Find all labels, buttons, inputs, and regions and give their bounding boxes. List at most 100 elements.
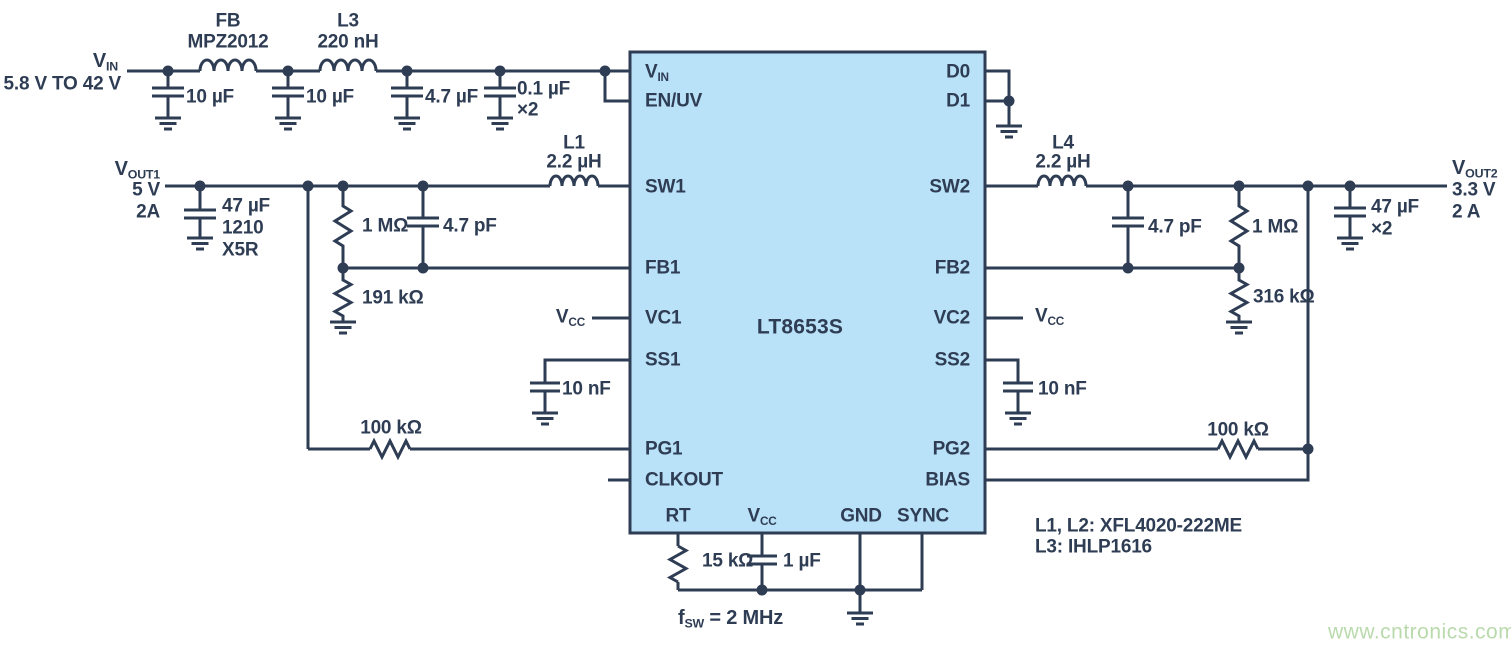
resistor-rt-label: 15 kΩ (702, 550, 754, 572)
ic-pin-fb1: FB1 (645, 257, 681, 279)
input-cap3-label: 4.7 µF (425, 86, 479, 108)
input-cap4-value-label: 0.1 µF (517, 78, 571, 100)
input-cap1-symbol (152, 71, 184, 118)
note-l3-label: L3: IHLP1616 (1035, 536, 1152, 558)
cap-ss1-label: 10 nF (562, 378, 611, 400)
junction-dot (337, 180, 349, 192)
input-cap4-symbol (484, 71, 516, 118)
junction-dots (162, 65, 1356, 596)
vcc1-sub: CC (568, 315, 585, 329)
resistor-pg1-symbol (368, 437, 412, 461)
vin-label: VIN (93, 51, 118, 73)
enuv-stub-wire (603, 71, 630, 103)
ic-pin-vin-sub: IN (657, 70, 669, 84)
junction-dot (1233, 180, 1245, 192)
ic-pin-bias: BIAS (925, 469, 970, 491)
input-filter-section (127, 58, 630, 131)
channel1-section (165, 174, 630, 482)
vout1-main: V (114, 158, 128, 181)
junction-dot (282, 65, 294, 77)
vout1-label: VOUT1 (114, 158, 161, 182)
junction-dot (162, 65, 174, 77)
ic-pin-d1: D1 (946, 90, 970, 112)
ferrite-part-label: MPZ2012 (187, 31, 269, 53)
ferrite-bead-symbol (198, 58, 258, 72)
input-cap2-label: 10 µF (306, 86, 354, 108)
resistor-rt-symbol (666, 544, 690, 584)
input-cap2-symbol (272, 71, 304, 118)
ground-symbol (1226, 320, 1252, 335)
ground-symbol (155, 116, 181, 131)
resistor-1meg2-symbol (1228, 186, 1250, 268)
ic-pin-sw1: SW1 (645, 176, 686, 198)
junction-dot (1003, 95, 1015, 107)
vout1-amps-label: 2A (136, 201, 160, 223)
ic-pin-fb2: FB2 (934, 257, 970, 279)
junction-dot (1302, 180, 1314, 192)
ic-pin-vcc-sub: CC (759, 514, 777, 528)
ic-pin-pg1: PG1 (645, 438, 683, 460)
channel2-section (985, 174, 1447, 482)
ss2-wire (985, 358, 1020, 413)
ground-symbol (1337, 236, 1363, 251)
resistor-1meg2-label: 1 MΩ (1252, 216, 1299, 238)
cap-ff2-symbol (1112, 186, 1144, 268)
ground-symbol (847, 611, 873, 626)
fsw-sub: SW (684, 616, 705, 631)
cap-ff1-symbol (407, 186, 439, 268)
output-cap1-type-label: X5R (222, 239, 259, 261)
ic-body (628, 50, 987, 535)
resistor-1meg-label: 1 MΩ (362, 215, 409, 237)
vout2-main: V (1452, 157, 1466, 180)
ss1-wire (543, 358, 630, 413)
junction-dot (1122, 262, 1134, 274)
bottom-section (666, 533, 924, 626)
junction-dot (401, 65, 413, 77)
cap-ss2-label: 10 nF (1038, 378, 1087, 400)
junction-dot (417, 180, 429, 192)
vout1-volts-label: 5 V (132, 179, 160, 201)
cap-vcc-label: 1 µF (783, 550, 821, 572)
ground-symbol (330, 320, 356, 335)
ground-symbol (532, 411, 558, 426)
l3-value-label: 220 nH (317, 31, 379, 53)
ic-pin-vc2: VC2 (933, 307, 971, 329)
vout1-sub: OUT1 (127, 167, 160, 182)
ic-pin-ss1: SS1 (645, 349, 681, 371)
output-cap1-value-label: 47 µF (222, 195, 270, 217)
vout2-volts-label: 3.3 V (1452, 179, 1496, 201)
junction-dot (1344, 180, 1356, 192)
junction-dot (194, 180, 206, 192)
ic-pin-sync: SYNC (897, 505, 949, 527)
ferrite-name-label: FB (215, 10, 241, 32)
junction-dot (302, 180, 314, 192)
junction-dot (854, 584, 866, 596)
l1-name-label: L1 (563, 132, 585, 154)
vcc2-label: VCC (1035, 306, 1064, 327)
output-cap1-size-label: 1210 (222, 217, 264, 239)
gnd-sync-wires (678, 533, 924, 613)
ground-symbol (394, 116, 420, 131)
fsw-main: f (678, 607, 685, 630)
ic-name-label: LT8653S (756, 315, 844, 339)
output-cap2-symbol (1334, 186, 1366, 238)
junction-dot (337, 262, 349, 274)
inductor-l3-symbol (318, 58, 378, 72)
ic-pin-vin: VIN (645, 62, 669, 83)
vin-range-label: 5.8 V TO 42 V (3, 73, 122, 95)
ground-symbol (1005, 411, 1031, 426)
output-cap2-value-label: 47 µF (1371, 196, 1419, 218)
ic-pin-clkout: CLKOUT (645, 469, 723, 491)
watermark-text: www.cntronics.com (1328, 620, 1511, 644)
inductor-l4-symbol (1036, 174, 1088, 187)
ic-pin-sw2: SW2 (929, 176, 970, 198)
input-cap4-qty-label: ×2 (517, 99, 539, 121)
ic-pin-ss2: SS2 (934, 349, 971, 371)
ic-block (628, 50, 987, 535)
note-inductors-label: L1, L2: XFL4020-222ME (1035, 515, 1242, 537)
l4-name-label: L4 (1052, 132, 1074, 154)
resistor-316k-label: 316 kΩ (1253, 286, 1315, 308)
ic-pin-enuv: EN/UV (645, 90, 703, 112)
